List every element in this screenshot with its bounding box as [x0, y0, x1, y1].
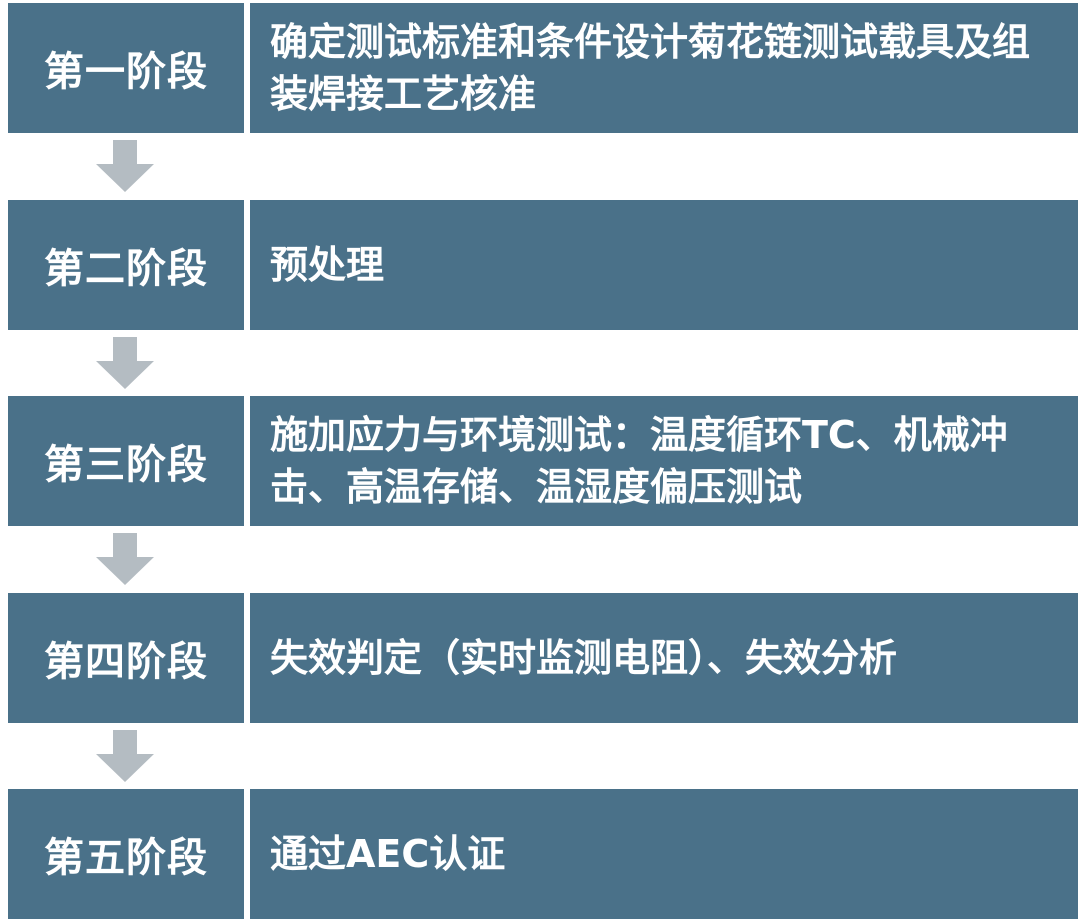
- stage-description-text-3: 施加应力与环境测试：温度循环TC、机械冲击、高温存储、温湿度偏压测试: [270, 413, 1008, 509]
- stage-description-2: 预处理: [250, 200, 1078, 330]
- stage-label-4: 第四阶段: [8, 593, 244, 723]
- stage-row-2: 第二阶段 预处理: [8, 200, 1078, 330]
- stage-row-5: 第五阶段 通过AEC认证: [8, 789, 1078, 919]
- stage-description-5: 通过AEC认证: [250, 789, 1078, 919]
- stage-row-3: 第三阶段 施加应力与环境测试：温度循环TC、机械冲击、高温存储、温湿度偏压测试: [8, 396, 1078, 526]
- stage-description-text-1: 确定测试标准和条件设计菊花链测试载具及组装焊接工艺核准: [270, 20, 1031, 116]
- stage-row-4: 第四阶段 失效判定（实时监测电阻）、失效分析: [8, 593, 1078, 723]
- stage-description-text-4: 失效判定（实时监测电阻）、失效分析: [270, 636, 898, 680]
- stage-description-text-2: 预处理: [270, 243, 385, 287]
- down-arrow-icon: [96, 140, 154, 192]
- stage-row-1: 第一阶段 确定测试标准和条件设计菊花链测试载具及组装焊接工艺核准: [8, 3, 1078, 133]
- down-arrow-icon: [96, 533, 154, 585]
- stage-description-4: 失效判定（实时监测电阻）、失效分析: [250, 593, 1078, 723]
- stage-description-1: 确定测试标准和条件设计菊花链测试载具及组装焊接工艺核准: [250, 3, 1078, 133]
- stage-label-1: 第一阶段: [8, 3, 244, 133]
- stage-description-text-5: 通过AEC认证: [270, 832, 506, 876]
- down-arrow-icon: [96, 337, 154, 389]
- down-arrow-icon: [96, 730, 154, 782]
- stage-label-5: 第五阶段: [8, 789, 244, 919]
- stage-label-2: 第二阶段: [8, 200, 244, 330]
- stage-description-3: 施加应力与环境测试：温度循环TC、机械冲击、高温存储、温湿度偏压测试: [250, 396, 1078, 526]
- stage-label-3: 第三阶段: [8, 396, 244, 526]
